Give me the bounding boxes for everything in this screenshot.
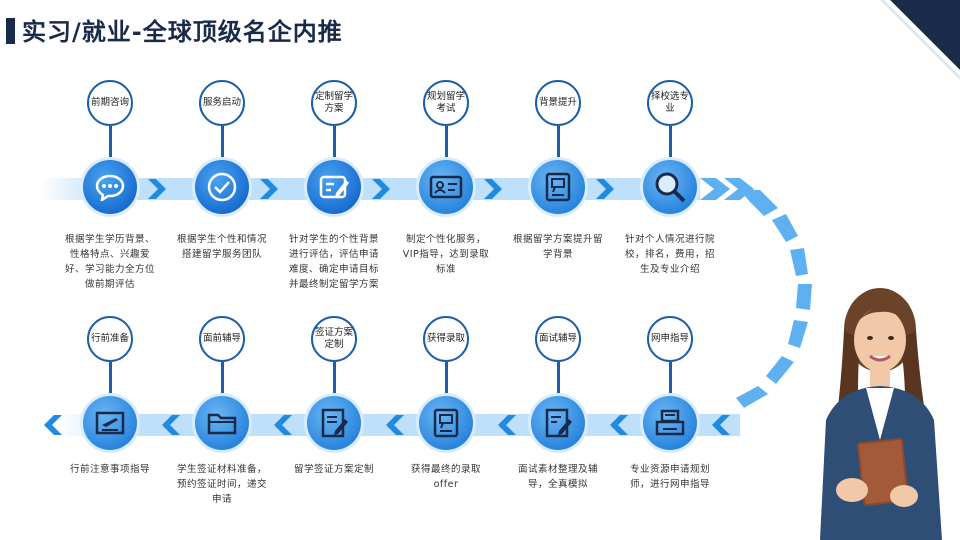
step-label: 定制留学方案 xyxy=(315,91,354,114)
step-description: 行前注意事项指导 xyxy=(69,464,150,475)
step-label: 规划留学考试 xyxy=(427,91,466,114)
step-connector xyxy=(556,126,560,162)
step-description: 专业资源申请规划师，进行网申指导 xyxy=(629,464,710,490)
step-label-circle: 背景提升 xyxy=(535,80,581,126)
plane-ticket-icon xyxy=(83,396,137,450)
step-label-circle: 网申指导 xyxy=(647,316,693,362)
step-connector xyxy=(332,126,336,162)
step-label-circle: 规划留学考试 xyxy=(423,80,469,126)
step-description: 根据学生学历背景、性格特点、兴趣爱好、学习能力全方位做前期评估 xyxy=(65,234,156,290)
page-title: 实习/就业-全球顶级名企内推 xyxy=(22,18,343,46)
step-label: 网申指导 xyxy=(651,333,690,344)
corner-decoration xyxy=(880,0,960,80)
edit-pen-icon xyxy=(307,160,361,214)
step-label: 前期咨询 xyxy=(91,97,130,108)
step-label: 面试辅导 xyxy=(539,333,578,344)
step-description: 针对学生的个性背景进行评估，评估申请难度、确定申请目标并最终制定留学方案 xyxy=(289,234,380,290)
step-description: 学生签证材料准备，预约签证时间，递交申请 xyxy=(177,464,268,505)
step-label: 面前辅导 xyxy=(203,333,242,344)
step-connector xyxy=(668,362,672,396)
step-connector xyxy=(668,126,672,162)
step-label: 背景提升 xyxy=(539,97,578,108)
step-connector xyxy=(220,362,224,396)
step-connector xyxy=(444,126,448,162)
step-connector xyxy=(108,126,112,162)
step-label-circle: 面前辅导 xyxy=(199,316,245,362)
folder-icon xyxy=(195,396,249,450)
step-label-circle: 择校选专业 xyxy=(647,80,693,126)
step-label: 行前准备 xyxy=(91,333,130,344)
step-label: 服务启动 xyxy=(203,97,242,108)
printer-icon xyxy=(643,396,697,450)
step-label-circle: 签证方案定制 xyxy=(311,316,357,362)
step-description: 获得最终的录取offer xyxy=(410,464,481,490)
step-connector xyxy=(220,126,224,162)
note-board-icon xyxy=(531,160,585,214)
step-description: 根据学生个性和情况搭建留学服务团队 xyxy=(177,234,268,260)
chat-bubble-icon xyxy=(83,160,137,214)
step-connector xyxy=(108,362,112,396)
step-description: 针对个人情况进行院校，排名，费用，招生及专业介绍 xyxy=(625,234,716,275)
step-label: 签证方案定制 xyxy=(315,327,354,350)
step-label-circle: 服务启动 xyxy=(199,80,245,126)
step-connector xyxy=(332,362,336,396)
title-accent-bar xyxy=(6,18,15,44)
message-board-icon xyxy=(419,396,473,450)
student-photo xyxy=(820,288,942,540)
step-label-circle: 定制留学方案 xyxy=(311,80,357,126)
magnifier-icon xyxy=(643,160,697,214)
step-label: 获得录取 xyxy=(427,333,466,344)
form-edit-icon xyxy=(531,396,585,450)
step-description: 留学签证方案定制 xyxy=(293,464,374,475)
step-description: 面试素材整理及辅导，全真模拟 xyxy=(517,464,598,490)
curve-arrows xyxy=(736,190,812,408)
document-edit-icon xyxy=(307,396,361,450)
step-label-circle: 前期咨询 xyxy=(87,80,133,126)
step-label: 择校选专业 xyxy=(651,91,690,114)
step-label-circle: 获得录取 xyxy=(423,316,469,362)
step-description: 根据留学方案提升留学背景 xyxy=(513,234,604,260)
step-label-circle: 面试辅导 xyxy=(535,316,581,362)
step-description: 制定个性化服务，VIP指导，达到录取标准 xyxy=(402,234,490,275)
step-connector xyxy=(556,362,560,396)
step-label-circle: 行前准备 xyxy=(87,316,133,362)
id-card-icon xyxy=(419,160,473,214)
step-connector xyxy=(444,362,448,396)
checkmark-icon xyxy=(195,160,249,214)
